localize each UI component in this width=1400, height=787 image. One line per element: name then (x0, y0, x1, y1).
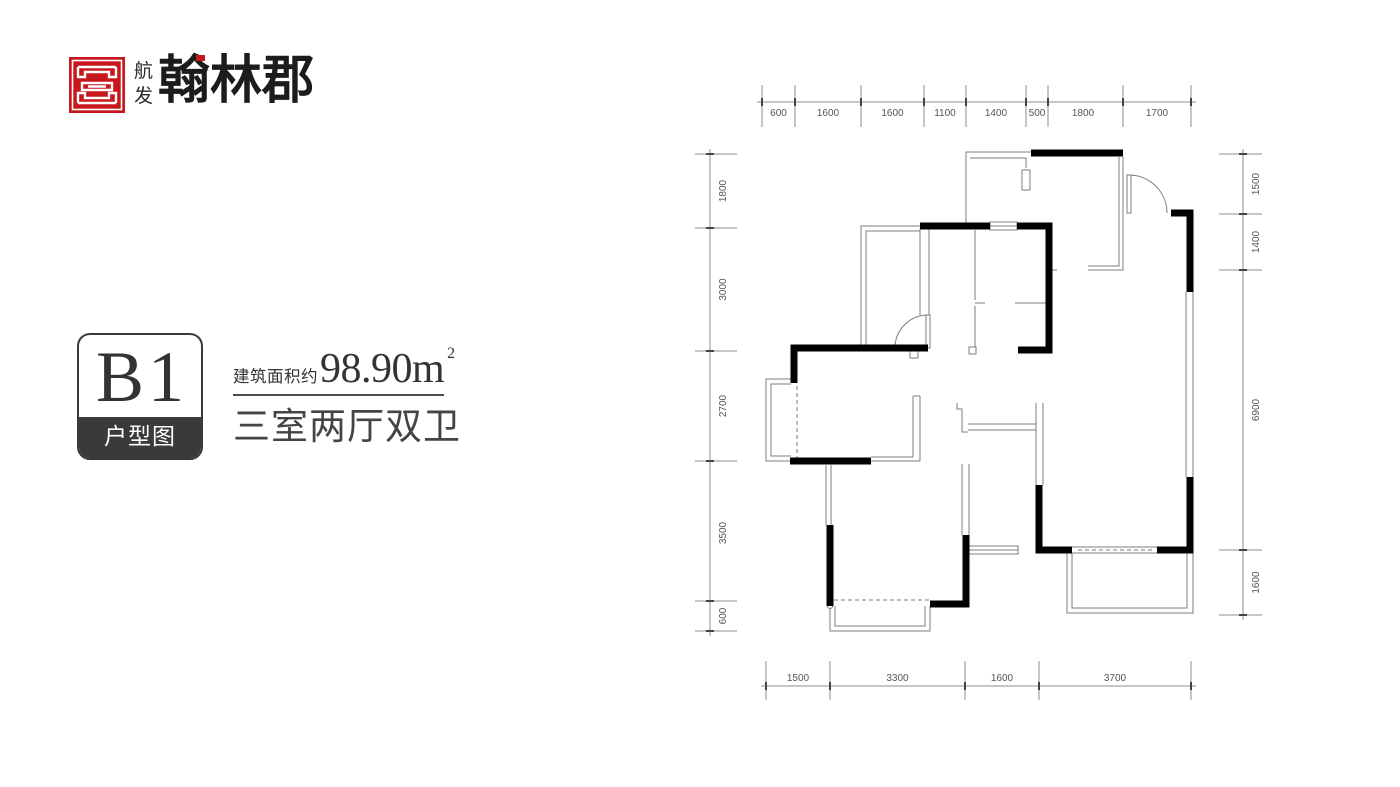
wall-thin (1088, 157, 1124, 271)
bedroom-door-swing-arc (894, 314, 929, 349)
dimension-chain-bottom: 1500 3300 1600 3700 (761, 661, 1196, 700)
seal-border (71, 59, 123, 111)
dimension-label: 600 (718, 607, 729, 624)
dimension-label: 600 (770, 108, 787, 119)
bathroom-partition (974, 230, 1046, 347)
area-unit-exponent: 2 (447, 345, 456, 362)
brand-subtitle: 航发 (134, 60, 154, 107)
dimension-label: 1600 (881, 108, 904, 119)
light-walls (765, 151, 1194, 632)
area-label: 建筑面积约 (233, 367, 318, 386)
dimension-tick-marks (765, 682, 1192, 690)
dimension-chain-top: 600 1600 1600 1100 1400 500 1800 1700 (757, 85, 1196, 127)
wall-structural (790, 344, 928, 383)
balcony-outline (1066, 553, 1194, 614)
seal-pattern (76, 65, 118, 105)
dimension-tick-marks (706, 153, 714, 632)
dimension-label: 1500 (1251, 172, 1262, 195)
dimension-label: 3700 (1104, 673, 1127, 684)
dimension-label: 6900 (1251, 398, 1262, 421)
badge-label: 户型图 (79, 417, 201, 458)
seal-logo-icon (69, 57, 125, 113)
room-configuration: 三室两厅双卫 (233, 405, 461, 448)
dimension-label: 3000 (718, 278, 729, 301)
dimension-label: 1600 (991, 673, 1014, 684)
dimension-ticks (695, 153, 737, 632)
partition-wall (961, 464, 970, 535)
bedroom-door-leaf (925, 314, 931, 349)
dimension-label: 2700 (718, 394, 729, 417)
doors (894, 174, 1168, 349)
dimension-chain-right: 1500 1400 6900 1600 (1219, 149, 1262, 620)
wall-structural (1017, 222, 1053, 354)
dimension-label: 1600 (1251, 571, 1262, 594)
floor-drain (968, 346, 977, 355)
dimension-label: 500 (1029, 108, 1046, 119)
dimension-ticks (1219, 153, 1262, 616)
dimension-label: 1500 (787, 673, 810, 684)
area-underline (233, 394, 444, 396)
window (1185, 292, 1194, 477)
partition-wall (956, 403, 968, 433)
seal-background (69, 57, 125, 113)
dimension-ticks (765, 661, 1192, 700)
partition-wall (825, 465, 832, 525)
balcony-inner-line (1071, 553, 1188, 609)
partition-wall (919, 229, 930, 315)
dimension-tick-marks (1239, 153, 1247, 616)
partition-wall (968, 423, 1036, 431)
dimension-label: 3500 (718, 521, 729, 544)
dimension-label: 1400 (985, 108, 1008, 119)
window (1072, 546, 1157, 554)
wall-structural (1157, 477, 1194, 554)
dimension-label: 1100 (934, 108, 956, 119)
partition-wall (871, 395, 921, 462)
dimension-label: 3300 (886, 673, 909, 684)
unit-code: B1 (95, 337, 189, 417)
wall-structural (930, 535, 970, 608)
balcony-outline (965, 151, 1031, 226)
dimension-tick-marks (761, 98, 1192, 106)
wall-structural (1035, 485, 1072, 554)
dimension-ticks (761, 85, 1192, 127)
unit-type-badge: B1 户型图 (77, 333, 203, 460)
structural-walls (790, 149, 1194, 608)
area-value: 98.90m (320, 346, 445, 392)
partition-wall (1035, 403, 1044, 485)
dimension-label: 1400 (1251, 230, 1262, 253)
brand-stamp-icon (196, 55, 205, 61)
brand-name: 翰林郡 (158, 50, 315, 111)
balcony-inner-line (970, 157, 1027, 168)
entry-door-swing-arc (1128, 174, 1168, 214)
dimension-label: 1700 (1146, 108, 1169, 119)
wall-thin (1088, 157, 1120, 267)
dimension-label: 1800 (1072, 108, 1095, 119)
wall-structural (1171, 209, 1194, 292)
wall-thin (865, 230, 920, 348)
bay-window-inner-line (770, 383, 791, 457)
entry-door-leaf (1126, 174, 1132, 214)
bay-window-inner-line (834, 606, 926, 627)
bay-window-outline (765, 378, 791, 462)
dimension-label: 1800 (718, 179, 729, 202)
dimension-label: 1600 (817, 108, 840, 119)
wall-thin (860, 225, 920, 348)
dimension-chain-left: 1800 3000 2700 3500 600 (695, 149, 737, 636)
bay-window-outline (829, 606, 931, 632)
balcony-drain (1021, 169, 1031, 191)
